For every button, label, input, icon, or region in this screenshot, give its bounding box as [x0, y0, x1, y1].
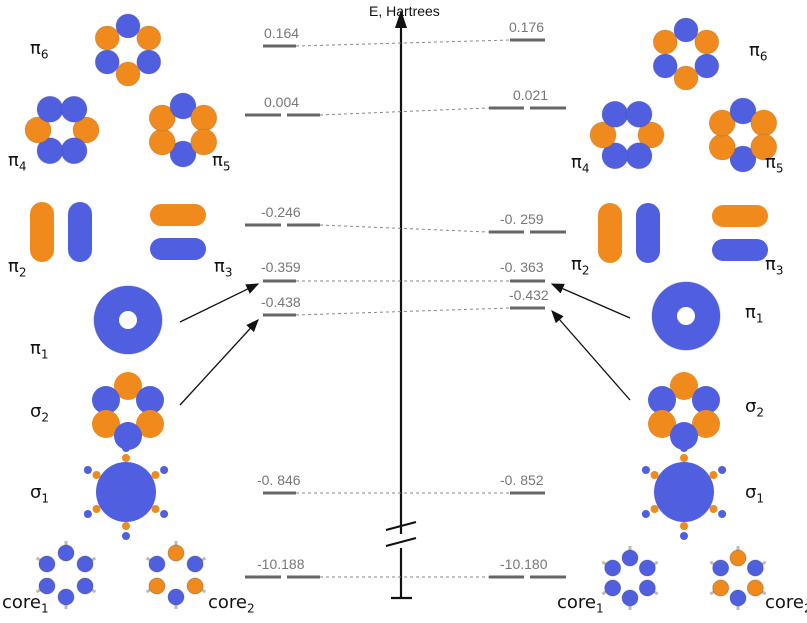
arrow-pi1-right [550, 283, 631, 319]
orbital-label-pi1-left: π1 [30, 338, 49, 362]
assignment-arrows [179, 283, 631, 406]
orbital-label-pi5-right: π5 [765, 152, 784, 176]
orbital-pi3-left [150, 204, 206, 260]
level-pi23 [245, 223, 566, 234]
orbital-core2-left [145, 541, 207, 609]
energy-label-left-core: -10.188 [257, 556, 305, 572]
energy-label-left-sigma2: -0.438 [261, 294, 301, 310]
orbital-label-core1-left: core1 [2, 592, 49, 616]
orbital-label-core1-right: core1 [557, 592, 604, 616]
level-sigma2 [263, 306, 545, 317]
orbital-label-pi1-right: π1 [745, 302, 764, 326]
level-connector [319, 224, 490, 233]
axis-break-mark [385, 521, 417, 531]
energy-label-right-core: -10.180 [500, 556, 548, 572]
energy-label-right-pi6: 0.176 [509, 19, 545, 35]
axis-title: E, Hartrees [369, 3, 440, 19]
energy-label-right-pi45: 0.021 [513, 87, 549, 103]
energy-label-right-sigma2: -0.432 [509, 287, 549, 303]
level-pi45 [245, 106, 566, 117]
orbital-label-sigma1-left: σ1 [30, 482, 50, 506]
orbital-pi4-right [589, 100, 665, 170]
orbital-pi5-right [708, 97, 778, 173]
orbital-core1-right [601, 546, 659, 610]
orbital-pi2-right [598, 203, 660, 263]
axis-break-mark [385, 537, 417, 547]
orbital-pi6-left [94, 13, 162, 87]
arrow-sigma2-right [551, 310, 631, 401]
energy-label-left-pi23: -0.246 [261, 204, 301, 220]
energy-label-right-sigma1: -0. 852 [500, 472, 544, 488]
energy-label-left-pi6: 0.164 [264, 25, 300, 41]
orbital-label-pi3-left: π3 [214, 256, 233, 280]
orbital-pi4-left [24, 95, 100, 165]
orbital-label-pi4-right: π4 [571, 152, 590, 176]
arrow-sigma2-left [179, 319, 259, 406]
level-connector [319, 107, 490, 116]
orbital-pi1-left [93, 285, 163, 355]
level-connector [295, 307, 511, 316]
orbital-pi1-right [651, 281, 721, 351]
orbital-images [24, 13, 778, 610]
orbital-core2-right [709, 546, 767, 610]
orbital-pi3-right [712, 205, 768, 261]
orbital-sigma1-right [641, 444, 727, 540]
orbital-label-sigma2-right: σ2 [745, 396, 765, 420]
level-connector [295, 39, 511, 47]
energy-axis [385, 10, 417, 600]
level-pi6 [263, 38, 545, 48]
orbital-label-pi2-left: π2 [8, 256, 27, 280]
orbital-label-core2-right: core2 [765, 592, 807, 615]
energy-label-left-pi45: 0.004 [264, 94, 300, 110]
energy-label-left-sigma1: -0. 846 [257, 472, 301, 488]
orbital-label-pi6-right: π6 [749, 40, 768, 64]
orbital-label-sigma2-left: σ2 [30, 401, 50, 425]
orbital-core1-left [35, 541, 97, 609]
orbital-sigma2-left [92, 372, 164, 450]
orbital-label-core2-left: core2 [208, 592, 255, 616]
orbital-label-pi3-right: π3 [765, 254, 784, 278]
orbital-pi5-left [148, 92, 218, 168]
axis-arrow-icon [395, 10, 407, 28]
orbital-pi2-left [30, 202, 92, 262]
orbital-label-sigma1-right: σ1 [745, 482, 765, 506]
orbital-pi6-right [652, 17, 720, 91]
orbital-sigma2-right [648, 372, 720, 450]
energy-label-right-pi1: -0. 363 [500, 259, 544, 275]
orbital-label-pi4-left: π4 [8, 150, 27, 174]
arrow-pi1-left [179, 283, 260, 323]
orbital-label-pi2-right: π2 [571, 254, 590, 278]
orbital-sigma1-left [83, 444, 169, 540]
orbital-label-pi6-left: π6 [30, 38, 49, 62]
orbital-label-pi5-left: π5 [212, 150, 231, 174]
energy-label-right-pi23: -0. 259 [500, 211, 544, 227]
energy-label-left-pi1: -0.359 [261, 259, 301, 275]
